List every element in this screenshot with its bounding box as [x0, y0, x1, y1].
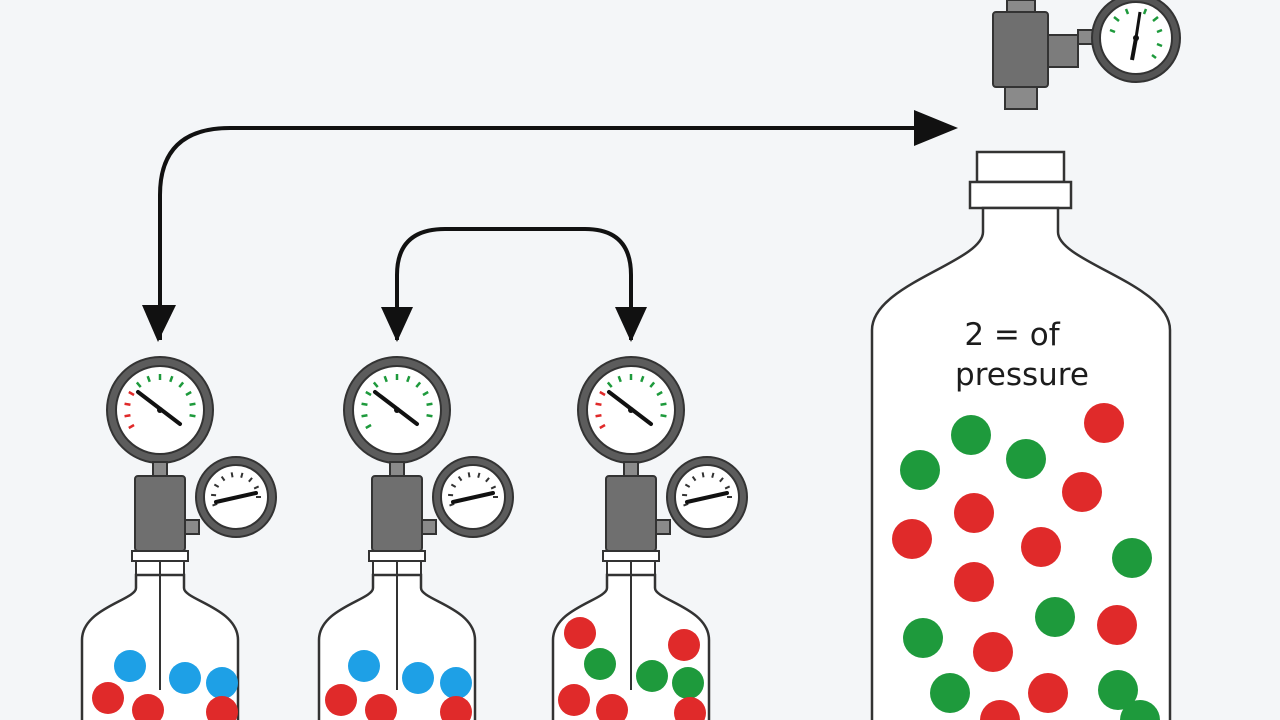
pressure-label-line-1: 2 = of: [964, 317, 1060, 353]
green-particle: [930, 673, 970, 713]
red-particle: [440, 696, 472, 720]
main-pressure-gauge: [343, 356, 451, 464]
red-particle: [1084, 403, 1124, 443]
top-pressure-gauge: [1091, 0, 1181, 83]
regulator-body: [134, 475, 186, 552]
blue-particle: [206, 667, 238, 699]
red-particle: [668, 629, 700, 661]
arrowhead-down-right: [615, 307, 647, 342]
arrowhead-right: [914, 110, 958, 146]
green-particle: [903, 618, 943, 658]
small-tank-middle: [317, 356, 514, 720]
side-pressure-gauge: [432, 456, 514, 538]
green-particle: [1006, 439, 1046, 479]
main-pressure-gauge: [577, 356, 685, 464]
red-particle: [596, 694, 628, 720]
small-tanks: [80, 356, 748, 720]
red-particle: [558, 684, 590, 716]
red-particle: [1097, 605, 1137, 645]
regulator-body: [605, 475, 657, 552]
green-particle: [1120, 700, 1160, 720]
blue-particle: [348, 650, 380, 682]
arrowhead-down-middle: [381, 307, 413, 342]
red-particle: [365, 694, 397, 720]
red-particle: [564, 617, 596, 649]
large-tank-collar: [968, 180, 1073, 210]
large-tank-cap: [975, 150, 1066, 184]
top-regulator: [992, 0, 1181, 110]
small-tank-left: [80, 356, 277, 720]
red-particle: [954, 493, 994, 533]
blue-particle: [402, 662, 434, 694]
blue-particle: [114, 650, 146, 682]
transfer-arrow-long: [142, 110, 958, 342]
main-pressure-gauge: [106, 356, 214, 464]
red-particle: [674, 697, 706, 720]
pressure-label-line-2: pressure: [955, 357, 1089, 393]
green-particle: [584, 648, 616, 680]
green-particle: [951, 415, 991, 455]
red-particle: [1062, 472, 1102, 512]
red-particle: [1028, 673, 1068, 713]
regulator-body: [992, 11, 1049, 88]
blue-particle: [169, 662, 201, 694]
side-pressure-gauge: [666, 456, 748, 538]
green-particle: [1112, 538, 1152, 578]
arrowhead-down-left: [142, 305, 176, 342]
regulator-body: [371, 475, 423, 552]
red-particle: [132, 694, 164, 720]
green-particle: [1035, 597, 1075, 637]
red-particle: [892, 519, 932, 559]
blue-particle: [440, 667, 472, 699]
red-particle: [1021, 527, 1061, 567]
green-particle: [636, 660, 668, 692]
large-tank: 2 = of pressure: [870, 150, 1172, 720]
red-particle: [954, 562, 994, 602]
large-tank-particles: [892, 403, 1160, 720]
red-particle: [973, 632, 1013, 672]
red-particle: [325, 684, 357, 716]
green-particle: [900, 450, 940, 490]
side-pressure-gauge: [195, 456, 277, 538]
green-particle: [672, 667, 704, 699]
green-particle: [1098, 670, 1138, 710]
red-particle: [980, 700, 1020, 720]
red-particle: [92, 682, 124, 714]
red-particle: [206, 696, 238, 720]
small-tank-right: [551, 356, 748, 720]
transfer-arrow-short: [381, 227, 647, 342]
